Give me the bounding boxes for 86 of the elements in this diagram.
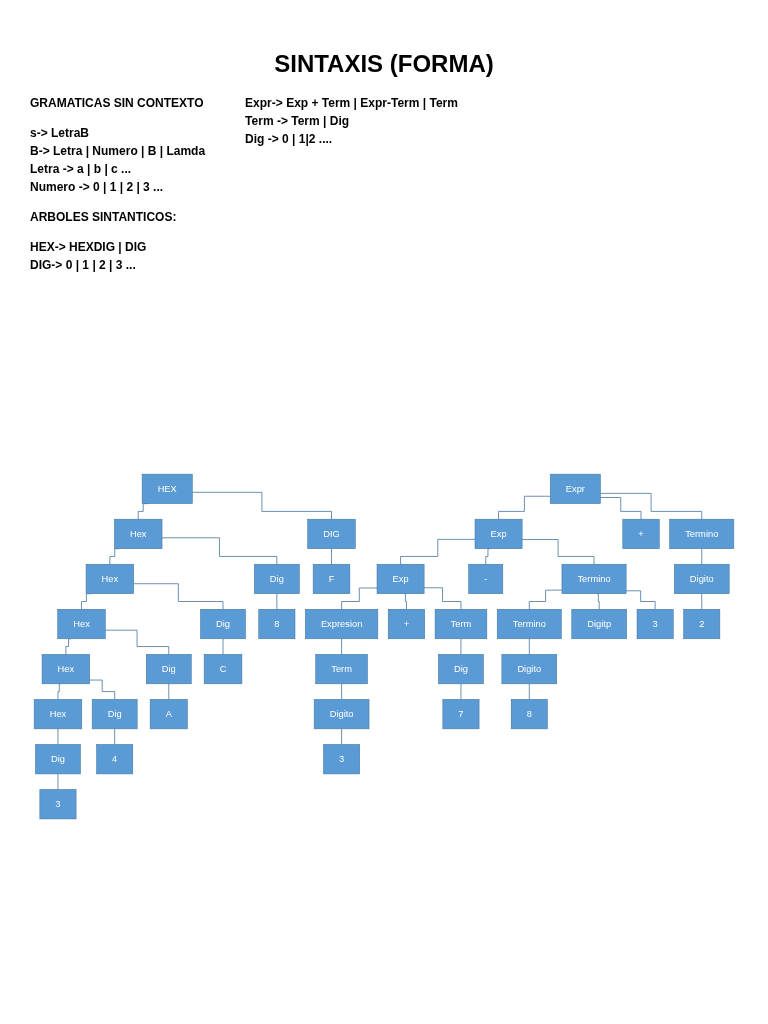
node-box: Hex (57, 609, 106, 640)
node-box: A (149, 699, 188, 730)
connector (423, 587, 462, 611)
connector (104, 630, 170, 656)
node-box: Hex (85, 564, 134, 595)
grammar-rule: Term -> Term | Dig (245, 114, 351, 128)
grammar-rule: B-> Letra | Numero | B | Lamda (30, 144, 206, 158)
title: SINTAXIS (FORMA) (273, 50, 495, 78)
connector (57, 728, 59, 746)
connector (600, 497, 642, 521)
connector (498, 496, 551, 521)
grammar-rule: Dig -> 0 | 1|2 .... (245, 132, 334, 146)
node-box: 8 (258, 609, 296, 640)
connector (404, 593, 407, 611)
connector (341, 638, 342, 656)
node-box: HEX (141, 474, 193, 505)
node-box: Exp (474, 519, 523, 550)
grammar-rule: Letra -> a | b | c ... (30, 162, 133, 176)
node-box: Hex (114, 519, 163, 550)
node-box: Term (434, 609, 488, 640)
connector (57, 683, 62, 701)
grammar-rule: GRAMATICAS SIN CONTEXTO (30, 96, 205, 110)
connector (331, 548, 332, 566)
node-box: Dig (91, 699, 138, 730)
connector (191, 492, 332, 521)
connector (276, 593, 278, 611)
node-box: + (387, 609, 425, 640)
connector (341, 588, 378, 611)
connector (89, 680, 116, 701)
node-box: Dig (438, 654, 484, 685)
connector (521, 539, 595, 566)
connector (133, 583, 224, 611)
node-box: Dig (254, 564, 300, 595)
connector (400, 539, 476, 566)
node-box: Expresion (305, 609, 379, 640)
connector (168, 683, 170, 701)
connector (528, 590, 563, 611)
connector (485, 548, 491, 566)
grammar-rule: Expr-> Exp + Term | Expr-Term | Term (245, 96, 458, 110)
node-box: C (203, 654, 243, 685)
node-box: 7 (442, 699, 480, 730)
node-box: + (622, 519, 660, 550)
node-box: Dig (146, 654, 192, 685)
node-box: - (468, 564, 504, 595)
node-box: 3 (636, 609, 674, 640)
node-box: Hex (33, 699, 83, 730)
connector (341, 683, 342, 701)
grammar-rule: HEX-> HEXDIG | DIG (30, 240, 148, 254)
node-box: 3 (39, 789, 77, 820)
grammar-rule: DIG-> 0 | 1 | 2 | 3 ... (30, 258, 137, 272)
node-box: Dig (200, 609, 246, 640)
connector (600, 493, 703, 521)
connector (701, 593, 703, 611)
connector (625, 590, 656, 611)
node-box: Digito (313, 699, 370, 730)
node-box: F (312, 564, 351, 595)
connector (161, 537, 278, 566)
node-box: 8 (510, 699, 548, 730)
connector (460, 683, 462, 701)
grammar-rule: Numero -> 0 | 1 | 2 | 3 ... (30, 180, 165, 194)
node-box: 2 (683, 609, 721, 640)
node-box: 3 (323, 744, 360, 775)
node-box: Hex (41, 654, 90, 685)
node-box: Dig (35, 744, 81, 775)
node-box: Digitp (571, 609, 627, 640)
node-box: Termino (669, 519, 735, 550)
node-box: Term (315, 654, 368, 685)
connector (114, 728, 116, 746)
connector (341, 728, 342, 746)
node-box: Digito (674, 564, 730, 595)
connector (222, 638, 224, 656)
connector (597, 593, 600, 611)
connector (528, 638, 530, 656)
connector (528, 683, 530, 701)
node-box: DIG (307, 519, 356, 550)
grammar-rule: s-> LetraB (30, 126, 91, 140)
node-box: Termino (496, 609, 562, 640)
connector (57, 773, 59, 791)
node-box: Digito (501, 654, 557, 685)
node-box: Exp (376, 564, 425, 595)
node-box: Expr (549, 474, 601, 505)
connector (460, 638, 462, 656)
node-box: Termino (561, 564, 627, 595)
grammar-rule: ARBOLES SINTANTICOS: (30, 210, 178, 224)
node-box: 4 (96, 744, 134, 775)
connector (701, 548, 703, 566)
